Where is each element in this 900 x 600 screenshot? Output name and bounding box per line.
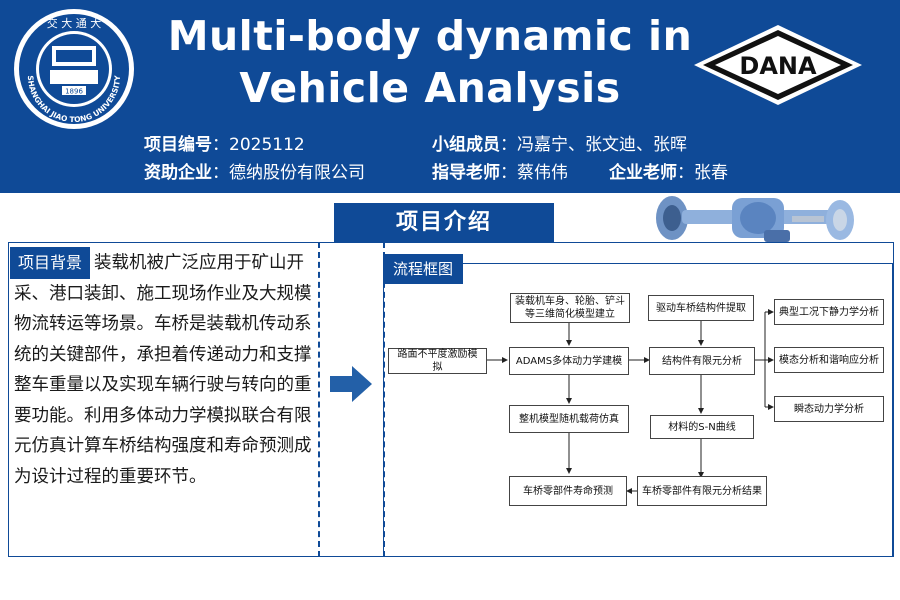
project-number-label: 项目编号 [144, 135, 212, 155]
dana-logo-icon: DANA [694, 25, 862, 105]
flow-tag: 流程框图 [383, 254, 463, 284]
divider [383, 242, 385, 557]
dana-logo-text: DANA [739, 52, 817, 80]
advisor-label: 指导老师 [432, 163, 500, 183]
flow-connectors [487, 309, 774, 494]
project-number: 项目编号：2025112 [144, 135, 305, 155]
sjtu-seal-icon: 1896 交 大 通 大 SHANGHAI JIAO TONG UNIVERSI… [14, 9, 134, 129]
sponsor: 资助企业：德纳股份有限公司 [144, 163, 365, 183]
title-line-1: Multi-body dynamic in [167, 12, 693, 60]
sponsor-value: 德纳股份有限公司 [229, 163, 365, 183]
company-advisor-value: 张春 [694, 163, 728, 183]
flow-box-life-prediction: 车桥零部件寿命预测 [509, 476, 627, 506]
advisor: 指导老师：蔡伟伟 [432, 163, 568, 183]
sponsor-label: 资助企业 [144, 163, 212, 183]
flow-panel [383, 263, 893, 557]
title-line-2: Vehicle Analysis [239, 64, 621, 112]
flow-box-sn-curve: 材料的S-N曲线 [650, 415, 754, 439]
company-advisor: 企业老师：张春 [609, 163, 728, 183]
vehicle-axle-icon [656, 196, 854, 242]
page-title: Multi-body dynamic in Vehicle Analysis [150, 10, 710, 114]
background-text: 装载机被广泛应用于矿山开采、港口装卸、施工现场作业及大规模物流转运等场景。车桥是… [14, 253, 312, 487]
flow-box-transient: 瞬态动力学分析 [774, 396, 884, 422]
flow-box-road-input: 路面不平度激励模拟 [388, 348, 487, 374]
header-banner: 1896 交 大 通 大 SHANGHAI JIAO TONG UNIVERSI… [0, 0, 900, 193]
flow-box-modal: 模态分析和谐响应分析 [774, 347, 884, 373]
team-members: 小组成员：冯嘉宁、张文迪、张晖 [432, 135, 687, 155]
flow-box-random-load: 整机模型随机载荷仿真 [509, 405, 629, 433]
project-number-value: 2025112 [229, 135, 305, 155]
flow-box-static: 典型工况下静力学分析 [774, 299, 884, 325]
flow-box-adams: ADAMS多体动力学建模 [509, 347, 629, 375]
flow-box-extract: 驱动车桥结构件提取 [648, 295, 754, 321]
flow-box-fea: 结构件有限元分析 [649, 347, 755, 375]
company-advisor-label: 企业老师 [609, 163, 677, 183]
members-label: 小组成员 [432, 135, 500, 155]
right-arrow-icon [330, 366, 372, 402]
seal-year: 1896 [65, 88, 83, 96]
divider [318, 242, 320, 557]
members-value: 冯嘉宁、张文迪、张晖 [517, 135, 687, 155]
flow-box-fea-result: 车桥零部件有限元分析结果 [637, 476, 767, 506]
seal-top-text: 交 大 通 大 [47, 16, 102, 30]
advisor-value: 蔡伟伟 [517, 163, 568, 183]
section-title: 项目介绍 [334, 203, 554, 243]
flow-box-model-build: 装载机车身、轮胎、铲斗等三维简化模型建立 [510, 293, 630, 323]
background-tag: 项目背景 [10, 247, 90, 279]
